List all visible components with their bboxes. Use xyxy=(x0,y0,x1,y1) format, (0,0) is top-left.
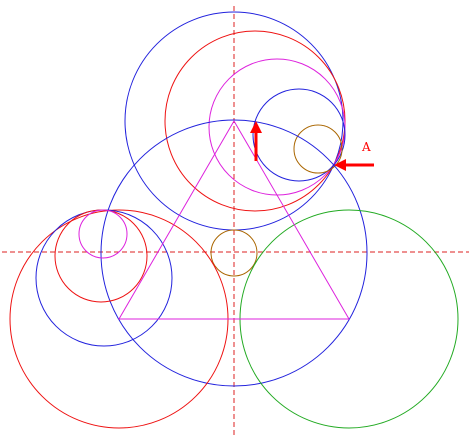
point-a-label: A xyxy=(361,140,371,154)
left-small-magenta-circle xyxy=(78,209,128,259)
top-brown-small-circle xyxy=(293,124,343,174)
center-brown-circle xyxy=(210,229,258,277)
left-arrow-head xyxy=(334,159,346,171)
up-arrow-head xyxy=(250,121,262,133)
top-small-blue-circle xyxy=(252,88,346,182)
magenta-triangle xyxy=(118,120,350,320)
left-blue-circle xyxy=(35,209,173,347)
central-large-blue-circle xyxy=(100,119,368,387)
left-arrow xyxy=(334,159,374,171)
up-arrow xyxy=(250,121,262,161)
